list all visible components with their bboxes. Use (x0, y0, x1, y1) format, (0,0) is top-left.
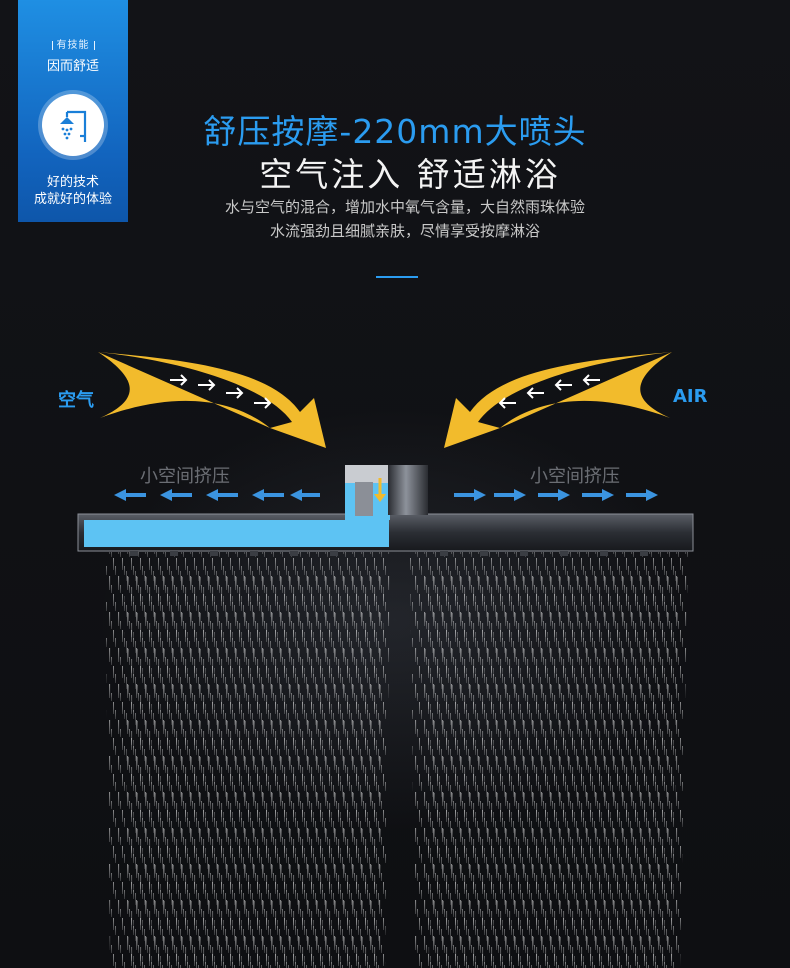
air-label-english: AIR (673, 386, 708, 407)
badge-footer-line2: 成就好的体验 (33, 192, 112, 207)
pressure-arrows-left (114, 489, 320, 501)
water-spray (105, 552, 688, 968)
shower-head-plate (77, 465, 694, 556)
badge-footer: 好的技术 成就好的体验 (18, 174, 128, 208)
badge-tag: 有技能 (18, 36, 128, 51)
air-inflow-arrow-left (98, 352, 326, 448)
shower-icon (42, 94, 104, 156)
description-line2: 水流强劲且细腻亲肤，尽情享受按摩淋浴 (269, 222, 540, 240)
air-label-chinese: 空气 (58, 390, 94, 411)
description-line1: 水与空气的混合，增加水中氧气含量，大自然雨珠体验 (224, 198, 585, 216)
squeeze-label-left: 小空间挤压 (140, 466, 230, 487)
page-title: 舒压按摩-220mm大喷头 (203, 112, 587, 151)
feature-badge: 有技能 因而舒适 好的技术 成就好的体验 (18, 0, 128, 222)
squeeze-label-right: 小空间挤压 (530, 466, 620, 487)
pressure-arrows-right (454, 489, 658, 501)
badge-tag-text: 有技能 (56, 40, 90, 51)
page-subtitle: 空气注入 舒适淋浴 (259, 155, 561, 194)
shower-head-diagram (77, 352, 694, 968)
badge-subtitle: 因而舒适 (46, 59, 99, 74)
accent-divider (376, 276, 418, 278)
badge-footer-line1: 好的技术 (46, 175, 99, 190)
air-inflow-arrow-right (444, 352, 672, 448)
